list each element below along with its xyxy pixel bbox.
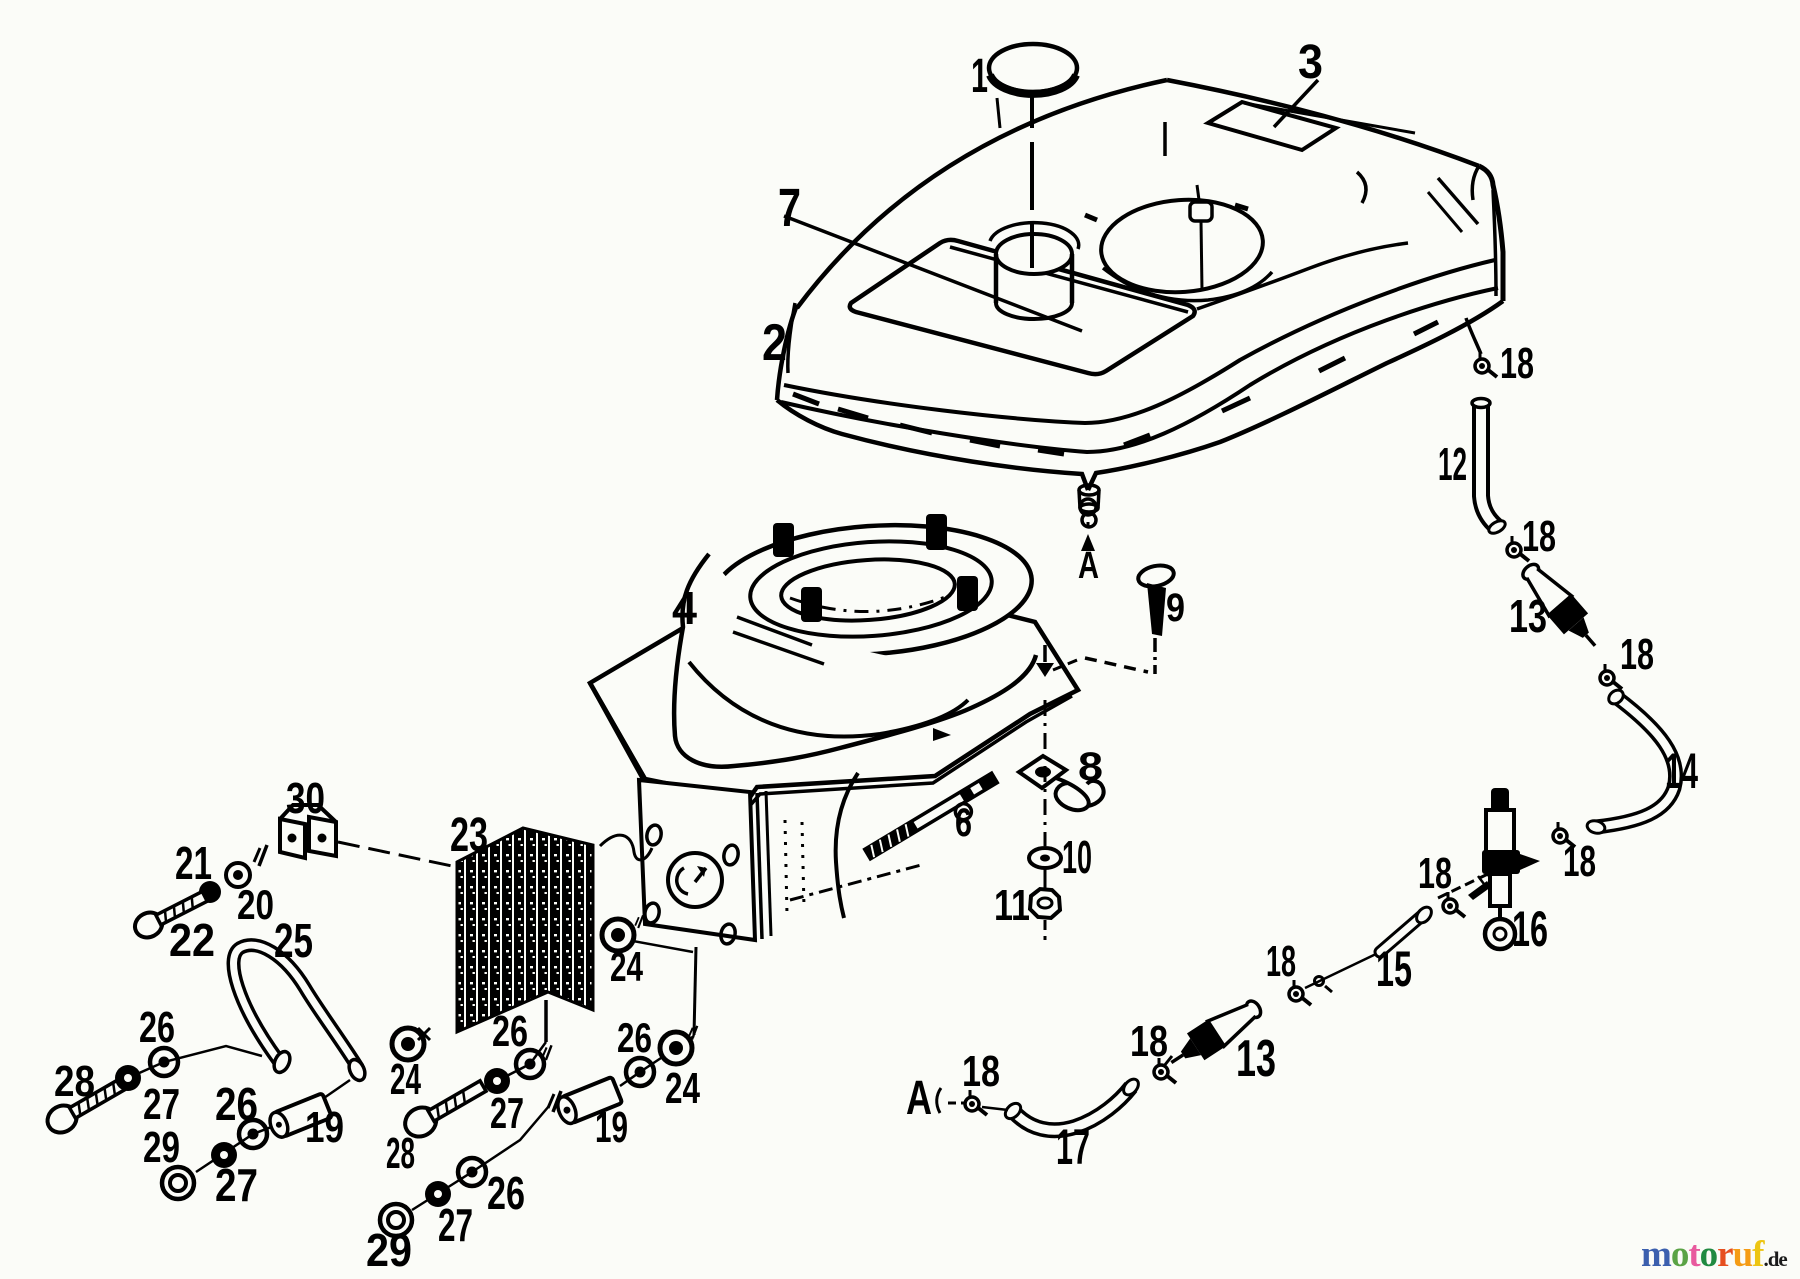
svg-text:A: A (1078, 545, 1099, 587)
svg-text:1: 1 (971, 50, 988, 103)
svg-text:18: 18 (962, 1047, 1000, 1096)
svg-text:19: 19 (305, 1103, 344, 1152)
svg-text:13: 13 (1236, 1030, 1276, 1088)
svg-text:15: 15 (1376, 941, 1412, 997)
svg-text:19: 19 (595, 1103, 628, 1152)
svg-text:26: 26 (215, 1078, 258, 1130)
svg-text:24: 24 (665, 1064, 700, 1113)
svg-text:9: 9 (1166, 586, 1185, 630)
svg-text:18: 18 (1620, 630, 1654, 679)
svg-text:8: 8 (1078, 745, 1103, 789)
svg-text:28: 28 (54, 1057, 95, 1106)
svg-text:26: 26 (139, 1003, 175, 1052)
svg-text:22: 22 (169, 914, 215, 966)
svg-text:12: 12 (1438, 438, 1467, 490)
svg-text:4: 4 (672, 582, 697, 634)
svg-text:7: 7 (778, 178, 801, 238)
svg-text:21: 21 (175, 837, 212, 889)
svg-text:24: 24 (390, 1055, 421, 1104)
svg-text:30: 30 (286, 774, 325, 823)
svg-text:18: 18 (1563, 837, 1596, 886)
svg-text:14: 14 (1665, 743, 1698, 799)
svg-text:18: 18 (1522, 512, 1556, 561)
svg-text:16: 16 (1512, 901, 1548, 957)
svg-text:24: 24 (610, 943, 643, 990)
svg-text:13: 13 (1509, 590, 1547, 642)
svg-text:26: 26 (492, 1007, 528, 1056)
svg-text:11: 11 (994, 881, 1030, 930)
svg-text:3: 3 (1298, 36, 1323, 89)
svg-text:6: 6 (955, 801, 972, 845)
svg-text:28: 28 (386, 1129, 415, 1178)
svg-text:29: 29 (366, 1224, 412, 1276)
svg-text:17: 17 (1056, 1119, 1090, 1175)
svg-text:2: 2 (762, 314, 787, 372)
svg-text:29: 29 (143, 1123, 180, 1172)
svg-text:27: 27 (143, 1080, 180, 1129)
svg-text:23: 23 (450, 809, 488, 862)
svg-text:26: 26 (617, 1014, 652, 1061)
svg-text:18: 18 (1266, 937, 1296, 986)
svg-text:26: 26 (487, 1167, 525, 1219)
svg-text:27: 27 (490, 1089, 524, 1138)
svg-text:10: 10 (1062, 831, 1092, 883)
svg-text:18: 18 (1418, 849, 1452, 898)
svg-text:27: 27 (215, 1159, 258, 1211)
svg-text:27: 27 (438, 1199, 473, 1251)
svg-text:motoruf.de: motoruf.de (1641, 1234, 1787, 1275)
svg-text:20: 20 (237, 881, 274, 928)
svg-text:18: 18 (1130, 1017, 1168, 1066)
svg-text:25: 25 (274, 915, 313, 968)
svg-text:A: A (906, 1072, 932, 1125)
svg-text:18: 18 (1500, 339, 1534, 388)
